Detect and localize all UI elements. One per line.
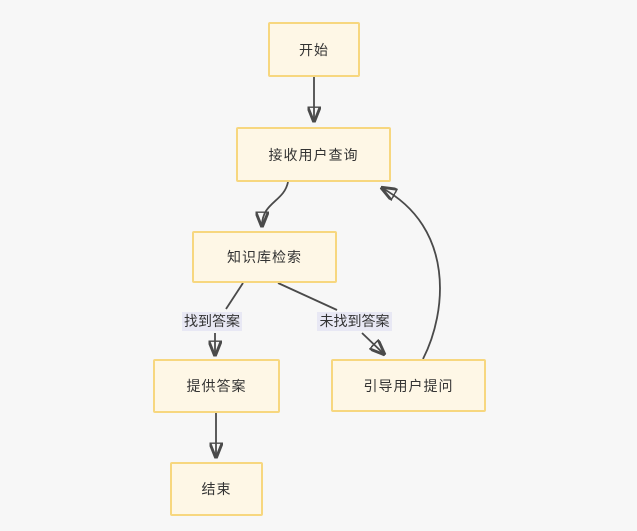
edge-guide-back-to-receive (382, 188, 441, 360)
node-guide-user-label: 引导用户提问 (363, 377, 454, 394)
edge-notfound-label-to-guide (361, 332, 384, 354)
node-kb-search-label: 知识库检索 (227, 249, 302, 265)
edge-receive-to-kb (262, 181, 289, 226)
node-end-label: 结束 (201, 481, 232, 497)
node-guide-user: 引导用户提问 (331, 359, 486, 412)
node-start-label: 开始 (299, 41, 329, 58)
node-receive-query-label: 接收用户查询 (268, 146, 359, 163)
node-end: 结束 (170, 462, 263, 516)
node-start: 开始 (268, 22, 360, 77)
edge-kb-to-found-label (225, 282, 244, 310)
node-provide-answer: 提供答案 (153, 359, 280, 413)
edge-label-answer-not-found: 未找到答案 (317, 312, 392, 331)
edge-label-found-answer: 找到答案 (182, 312, 242, 331)
edge-kb-to-notfound-label (277, 282, 338, 311)
node-kb-search: 知识库检索 (192, 231, 337, 283)
node-provide-answer-label: 提供答案 (186, 378, 247, 394)
node-receive-query: 接收用户查询 (236, 127, 391, 182)
